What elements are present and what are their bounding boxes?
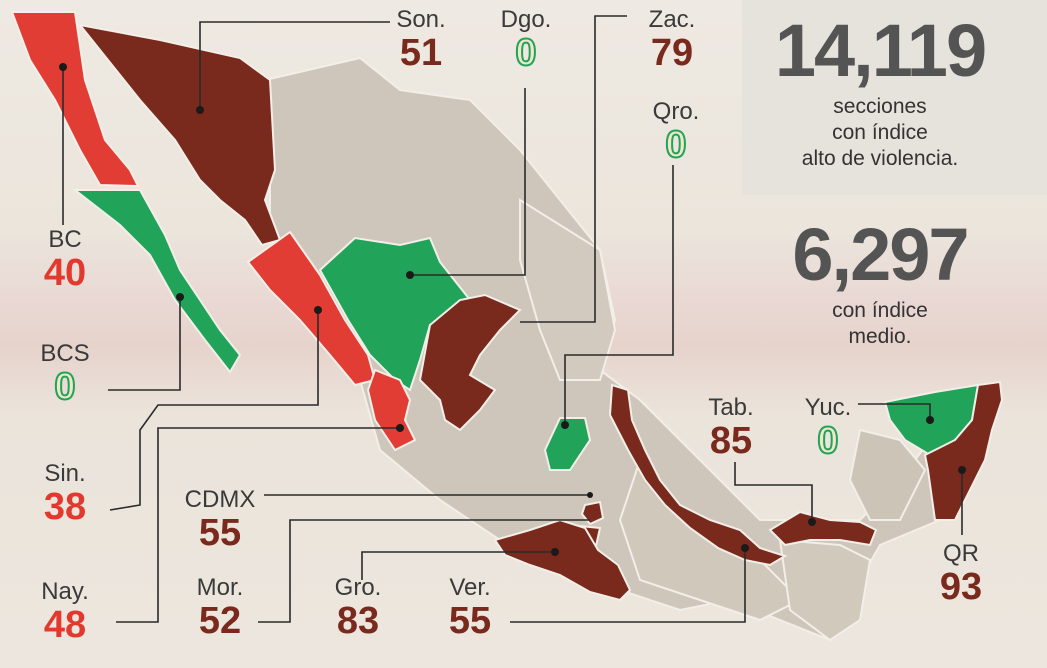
- label-bc: BC 40: [30, 226, 100, 294]
- state-quintana-roo: [923, 380, 1004, 521]
- leader-ver: [510, 548, 746, 623]
- label-nay-value: 48: [43, 604, 87, 646]
- label-ver-value: 55: [448, 600, 492, 642]
- leader-son: [199, 21, 390, 110]
- label-tab: Tab. 85: [695, 394, 767, 462]
- label-sin-value: 38: [43, 486, 87, 528]
- label-nay: Nay. 48: [30, 578, 100, 646]
- leader-sin: [109, 310, 319, 511]
- label-yuc: Yuc. 0: [792, 394, 864, 462]
- label-cdmx: CDMX 55: [180, 486, 260, 554]
- label-sin-name: Sin.: [44, 460, 86, 487]
- state-queretaro: [543, 417, 592, 471]
- label-bcs: BCS 0: [30, 340, 100, 408]
- stat-medium-text: con índice medio.: [760, 298, 1000, 350]
- label-bcs-name: BCS: [40, 340, 90, 367]
- label-bc-value: 40: [43, 252, 87, 294]
- region-chiapas-grey: [778, 538, 872, 642]
- stat-medium-line2: medio.: [848, 325, 912, 348]
- leader-zac: [520, 15, 627, 323]
- label-qro-name: Qro.: [652, 98, 700, 125]
- leader-qro: [564, 165, 674, 425]
- label-tab-name: Tab.: [708, 394, 754, 421]
- label-yuc-value: 0: [816, 420, 839, 462]
- state-bcs: [72, 189, 242, 374]
- label-zac-name: Zac.: [648, 6, 696, 33]
- stat-medium-line1: con índice: [832, 299, 928, 322]
- label-bcs-value: 0: [53, 366, 76, 408]
- state-zacatecas: [418, 293, 522, 432]
- state-bc: [10, 11, 140, 188]
- label-bc-name: BC: [48, 226, 82, 253]
- stat-panel-high: [742, 0, 1047, 195]
- state-tabasco: [768, 510, 878, 547]
- leader-mor: [258, 519, 590, 623]
- stat-high-text: secciones con índice alto de violencia.: [760, 94, 1000, 172]
- stat-high-line1: secciones: [833, 95, 927, 118]
- label-son-name: Son.: [396, 6, 446, 33]
- label-mor: Mor. 52: [182, 574, 258, 642]
- label-dgo-value: 0: [514, 32, 537, 74]
- label-yuc-name: Yuc.: [804, 394, 852, 421]
- label-mor-name: Mor.: [196, 574, 244, 601]
- state-dots: [59, 63, 966, 556]
- label-dgo: Dgo. 0: [490, 6, 562, 74]
- label-gro-value: 83: [336, 600, 380, 642]
- leader-bcs: [108, 297, 181, 391]
- state-sonora: [77, 23, 282, 247]
- label-nay-name: Nay.: [41, 578, 89, 605]
- state-veracruz: [608, 383, 788, 567]
- label-qr-name: QR: [943, 540, 979, 567]
- label-sin: Sin. 38: [30, 460, 100, 528]
- label-dgo-name: Dgo.: [500, 6, 552, 33]
- label-cdmx-value: 55: [198, 512, 242, 554]
- stat-high-line3: alto de violencia.: [801, 147, 959, 170]
- label-mor-value: 52: [198, 600, 242, 642]
- stat-high-line2: con índice: [832, 121, 928, 144]
- leader-dgo: [410, 88, 526, 276]
- region-yucatan-grey: [848, 428, 927, 521]
- label-qr-value: 93: [939, 566, 983, 608]
- label-qro: Qro. 0: [640, 98, 712, 166]
- label-gro: Gro. 83: [322, 574, 394, 642]
- label-son-value: 51: [399, 32, 443, 74]
- leader-tab: [734, 462, 813, 522]
- leader-lines: [62, 15, 963, 623]
- leader-gro: [361, 551, 555, 580]
- label-tab-value: 85: [709, 420, 753, 462]
- label-qr: QR 93: [925, 540, 997, 608]
- stat-high-number: 14,119: [774, 9, 987, 92]
- leader-nay: [116, 427, 400, 623]
- stat-medium-number: 6,297: [792, 213, 969, 296]
- label-ver: Ver. 55: [432, 574, 508, 642]
- label-gro-name: Gro.: [334, 574, 382, 601]
- label-ver-name: Ver.: [449, 574, 491, 601]
- label-zac-value: 79: [650, 32, 694, 74]
- state-cdmx: [580, 500, 605, 526]
- region-gulf-grey: [519, 198, 617, 381]
- leader-yuc: [858, 403, 931, 420]
- label-zac: Zac. 79: [636, 6, 708, 74]
- label-son: Son. 51: [385, 6, 457, 74]
- label-cdmx-name: CDMX: [184, 486, 256, 513]
- label-qro-value: 0: [664, 124, 687, 166]
